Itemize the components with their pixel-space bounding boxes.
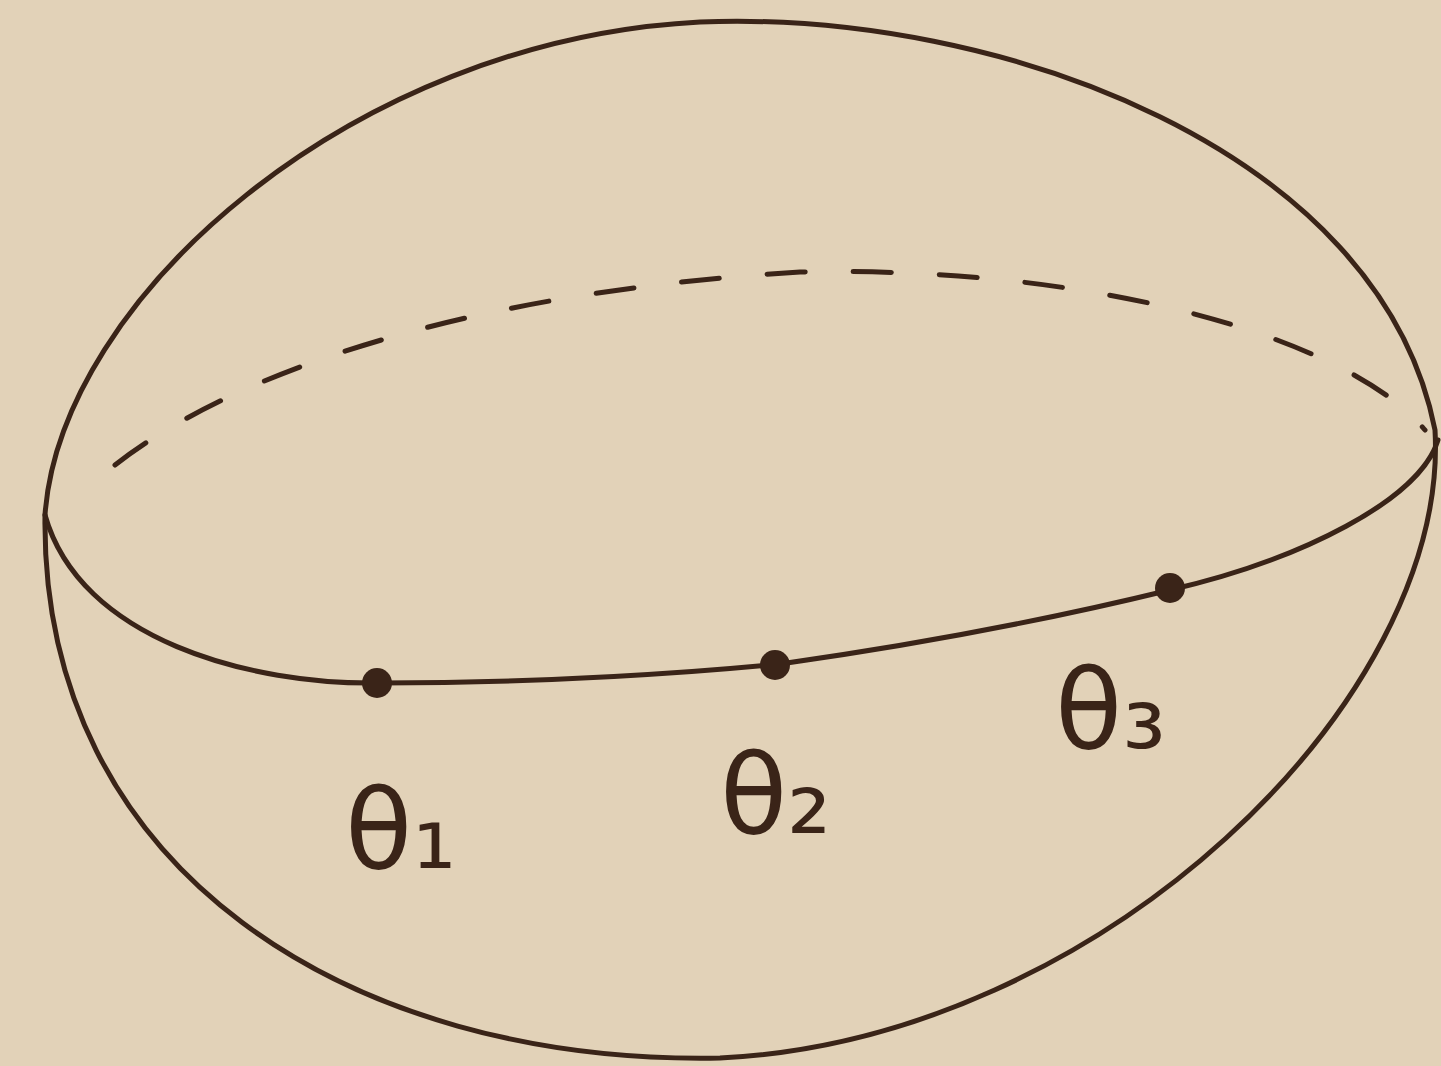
equator-back-dashed	[115, 272, 1425, 465]
angle-label: θ₁	[345, 775, 456, 885]
point-dot	[1155, 573, 1185, 603]
point-dot	[362, 668, 392, 698]
point-dot	[760, 650, 790, 680]
angle-label: θ₂	[720, 740, 831, 850]
angle-label: θ₃	[1055, 655, 1166, 765]
equator-front	[45, 440, 1438, 683]
sphere-outline	[45, 21, 1436, 1058]
